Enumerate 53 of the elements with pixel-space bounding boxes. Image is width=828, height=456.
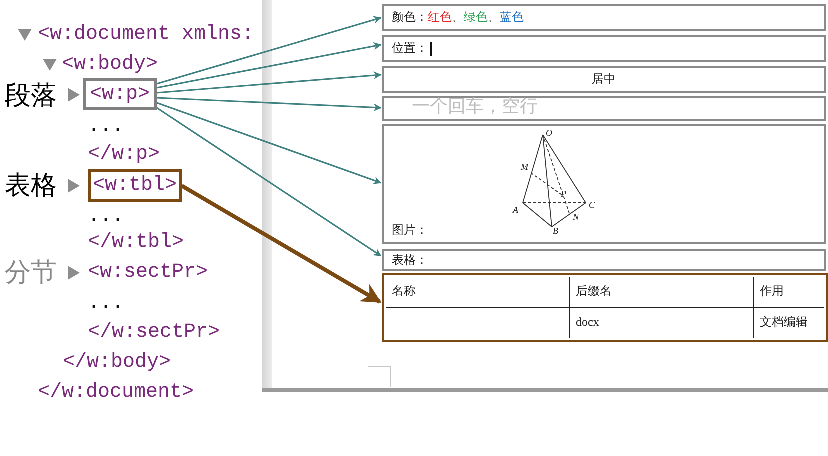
section-label: 表格 (5, 170, 57, 202)
paragraph-box (382, 35, 826, 62)
xml-tag-text: </w:body> (63, 350, 172, 376)
paragraph-text: 表格： (392, 252, 428, 268)
xml-tag-text: <w:sectPr> (88, 260, 208, 286)
vertex-label: O (546, 128, 552, 138)
paragraph-text: 、 (488, 9, 500, 26)
table-cell: 名称 (386, 277, 570, 308)
arrow (156, 42, 382, 89)
table-cell: 后缀名 (570, 277, 754, 308)
paragraph-box (382, 96, 826, 121)
xml-tag-text: </w:tbl> (88, 230, 184, 256)
arrow (156, 107, 382, 257)
paragraph-text: 居中 (592, 71, 616, 88)
paragraph-text: 图片： (392, 222, 428, 239)
arrow (156, 102, 382, 184)
arrow (156, 97, 382, 112)
ellipsis-text: ... (88, 291, 124, 317)
arrow (180, 184, 382, 304)
xml-tag-box: <w:p> (83, 78, 157, 110)
paragraph-box (382, 66, 826, 93)
xml-tag-text: <w:document xmlns: (38, 22, 254, 48)
section-label: 段落 (5, 80, 57, 112)
paragraph-text: 绿色 (464, 9, 488, 26)
ellipsis-text: ... (88, 114, 124, 140)
table-cell-text: 文档编辑 (759, 314, 809, 332)
section-label: 分节 (5, 257, 57, 289)
xml-tag-box: <w:tbl> (88, 169, 182, 202)
vertex-label: P (561, 189, 566, 199)
paragraph-box (382, 249, 826, 271)
arrow (156, 16, 382, 85)
xml-tag-text: </w:sectPr> (88, 320, 220, 346)
vertex-label: C (589, 200, 596, 210)
paragraph-box (382, 4, 826, 31)
xml-tag-text: </w:p> (88, 142, 160, 168)
vertex-label: M (521, 162, 528, 172)
paragraph-text: 、 (452, 9, 464, 26)
table-cell: docx (570, 308, 754, 338)
vertex-label: B (553, 226, 558, 236)
paragraph-text: 一个回车，空行 (412, 94, 538, 118)
vertex-label: A (513, 205, 518, 215)
xml-tag-text: </w:document> (38, 380, 194, 406)
word-table (382, 273, 828, 342)
paragraph-text: 红色 (428, 9, 452, 26)
arrow (156, 72, 382, 94)
table-cell: 作用 (754, 277, 824, 308)
paragraph-text: 蓝色 (500, 9, 524, 26)
ellipsis-text: ... (88, 204, 124, 230)
paragraph-text: 位置： (392, 40, 428, 57)
vertex-label: N (573, 212, 580, 222)
xml-tag-text: <w:body> (62, 52, 158, 78)
paragraph-text: 颜色： (392, 9, 428, 26)
picture-paragraph-box (382, 124, 826, 244)
